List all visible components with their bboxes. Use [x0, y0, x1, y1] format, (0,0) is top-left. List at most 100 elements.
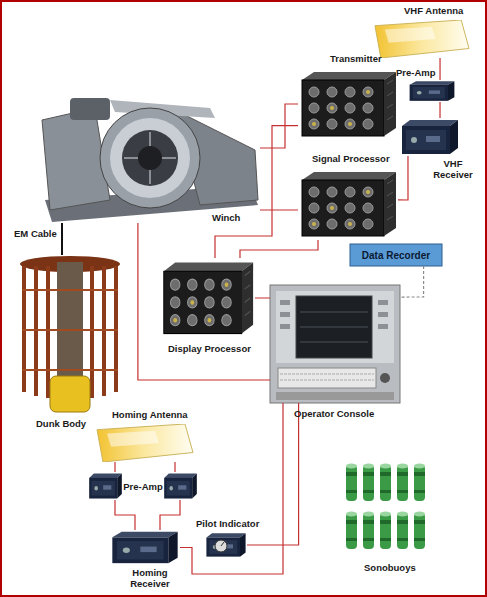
unit-drawings [206, 533, 245, 556]
operator-console-drawing [280, 374, 374, 375]
cable-connector [398, 156, 408, 200]
cable-connector [114, 462, 115, 472]
dunk-body-drawing [22, 289, 118, 291]
component-box: Transmitter [298, 68, 398, 140]
operator-console-drawing [300, 342, 368, 343]
component-box: Signal Processor [298, 168, 398, 240]
unit-drawings [97, 424, 193, 462]
wire [174, 462, 175, 472]
component-label: VHF Receiver [428, 158, 478, 180]
sonobuoy-drawing [380, 512, 391, 550]
component-box: Pre-Amp [408, 80, 456, 102]
unit-drawings [89, 20, 469, 563]
component-label: Sonobuoys [364, 562, 434, 573]
component-box: VHF Antenna [373, 20, 471, 58]
operator-console-drawing [280, 312, 290, 317]
component-box: Homing Antenna [95, 424, 195, 462]
cable-connector [61, 223, 63, 255]
sonobuoy-drawing [346, 464, 425, 550]
sonobuoy-drawing [397, 512, 408, 550]
unit-drawings [375, 20, 469, 58]
operator-console-drawing [270, 285, 400, 403]
operator-console-drawing [300, 312, 368, 313]
cable-connector [138, 223, 270, 380]
winch-drawing [70, 98, 110, 120]
sonobuoy-drawing [414, 464, 425, 502]
dunk-body-drawing [46, 266, 50, 398]
winch-drawing [42, 98, 258, 222]
unit-drawings [410, 81, 455, 101]
dunk-body-drawing [20, 256, 120, 412]
sonobuoy-drawing [414, 512, 425, 550]
operator-console-drawing [378, 300, 388, 305]
unit-drawings [89, 473, 122, 498]
sonobuoy-drawing [363, 464, 374, 502]
winch-drawing [100, 108, 200, 208]
dunk-body-drawing [22, 329, 118, 331]
unit-drawings [164, 473, 197, 498]
data-recorder-box [350, 244, 442, 266]
operator-console-drawing [270, 285, 400, 403]
cable-connector [255, 297, 270, 298]
component-box: Operator Console [270, 285, 400, 403]
component-label: Winch [212, 212, 252, 223]
operator-console-drawing [278, 368, 376, 388]
component-label: VHF Antenna [404, 5, 484, 16]
cable-connector [215, 126, 298, 258]
cable-connector [439, 102, 440, 118]
component-box: Sonobuoys [343, 460, 433, 552]
unit-drawings [302, 72, 396, 136]
cable-connector [240, 240, 318, 258]
sonobuoy-drawing [346, 512, 357, 550]
unit-drawings [164, 262, 253, 333]
cable-connector [260, 104, 298, 148]
component-label: Transmitter [330, 53, 400, 64]
operator-console-drawing [300, 327, 368, 328]
component-label: Pre-Amp [123, 481, 163, 492]
component-label: Homing Antenna [112, 409, 207, 420]
dunk-body-drawing [50, 376, 90, 412]
operator-console-drawing [378, 324, 388, 329]
component-label: Dunk Body [36, 418, 106, 429]
wire [160, 500, 180, 530]
unit-drawings [215, 540, 227, 552]
wire [160, 462, 180, 530]
sonobuoy-drawing [397, 464, 408, 502]
dunk-body-drawing [22, 369, 118, 371]
component-label: Pre-Amp [396, 67, 440, 78]
cable-connector [439, 58, 440, 80]
cable-connector [260, 209, 298, 210]
component-label: Pilot Indicator [196, 518, 281, 529]
operator-console-drawing [280, 380, 374, 381]
operator-console-drawing [280, 300, 290, 305]
operator-console-drawing [296, 296, 372, 358]
component-label: Operator Console [294, 408, 394, 419]
dunk-body-drawing [90, 266, 94, 398]
operator-console-drawing [276, 291, 394, 363]
component-box: Dunk Body [18, 255, 123, 415]
sonobuoy-drawing [380, 464, 391, 502]
unit-drawings [302, 172, 396, 236]
operator-console-drawing [378, 312, 388, 317]
component-box: Homing Receiver [110, 530, 180, 565]
component-box: Data Recorder [350, 244, 442, 266]
box-label: Data Recorder [350, 244, 442, 266]
sonobuoy-drawing [346, 464, 357, 502]
operator-console-drawing [280, 324, 290, 329]
unit-drawings [112, 532, 177, 563]
cable-label: EM Cable [14, 228, 57, 239]
sonobuoy-drawing [363, 512, 374, 550]
unit-drawings [221, 542, 224, 546]
component-label: Display Processor [168, 343, 268, 354]
winch-drawing [122, 130, 178, 186]
unit-drawings [402, 120, 458, 154]
data-recorder-box [350, 244, 442, 266]
winch-drawing [110, 118, 190, 198]
cable-connector [115, 500, 135, 530]
component-box: VHF Receiver [400, 118, 460, 156]
